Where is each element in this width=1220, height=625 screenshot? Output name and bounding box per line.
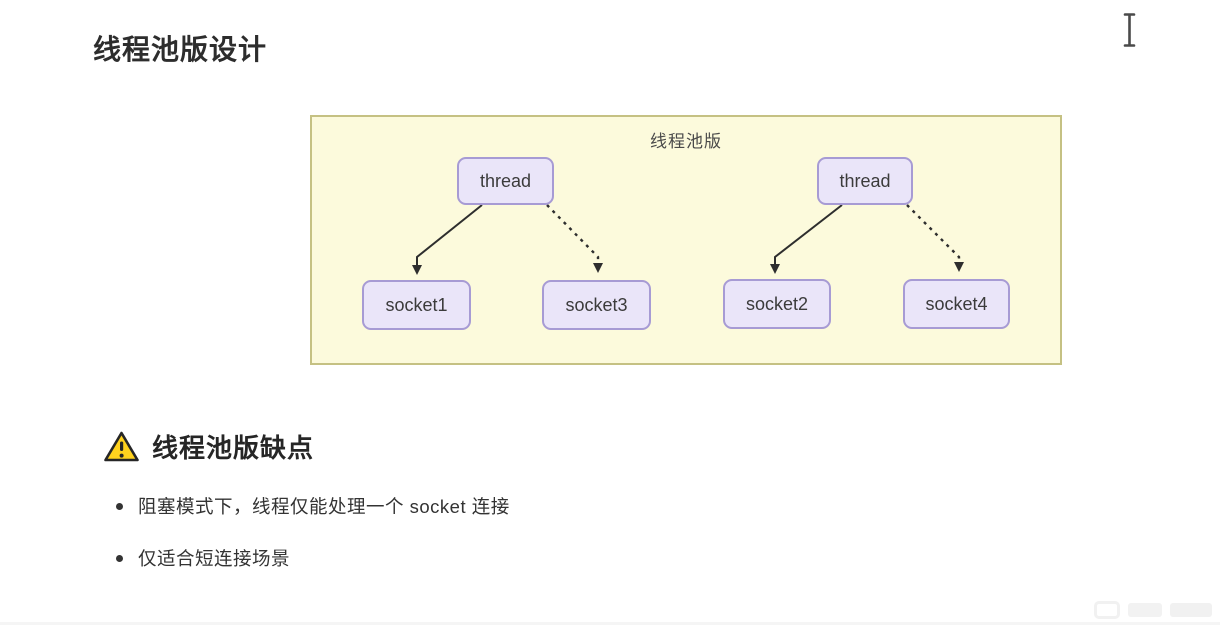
socket2-node: socket2 [723,279,831,329]
page-title: 线程池版设计 [93,34,268,65]
thread-node-left: thread [457,157,554,205]
warning-title: 线程池版缺点 [152,433,315,463]
bottom-edge-line [0,622,1220,625]
watermark-text-shape [1170,603,1212,617]
thread-pool-diagram: 线程池版 thread thread socket1 socket3 socke… [310,115,1062,365]
edge-thread-left-socket1 [412,204,483,275]
thread-node-right: thread [817,157,913,205]
ibeam-cursor-icon [1122,12,1137,48]
edge-thread-right-socket4 [906,204,964,272]
edge-thread-left-socket3 [546,204,603,273]
drawback-list: 阻塞模式下，线程仅能处理一个 socket 连接 仅适合短连接场景 [116,493,510,597]
diagram-edges [412,204,964,275]
bullet-dot [116,502,123,510]
list-item: 阻塞模式下，线程仅能处理一个 socket 连接 [116,493,510,519]
warning-triangle-icon [103,430,140,463]
drawback-text: 阻塞模式下，线程仅能处理一个 socket 连接 [138,496,510,517]
watermark [1094,601,1212,619]
socket1-node: socket1 [362,280,471,330]
watermark-text-shape [1128,603,1162,617]
socket4-node: socket4 [903,279,1010,329]
warning-header: 线程池版缺点 [103,428,314,465]
watermark-logo-icon [1094,601,1120,619]
edge-thread-right-socket2 [770,204,843,274]
bullet-dot [116,554,123,562]
socket3-node: socket3 [542,280,651,330]
drawback-text: 仅适合短连接场景 [138,548,291,569]
diagram-title: 线程池版 [650,132,722,151]
list-item: 仅适合短连接场景 [116,545,510,571]
